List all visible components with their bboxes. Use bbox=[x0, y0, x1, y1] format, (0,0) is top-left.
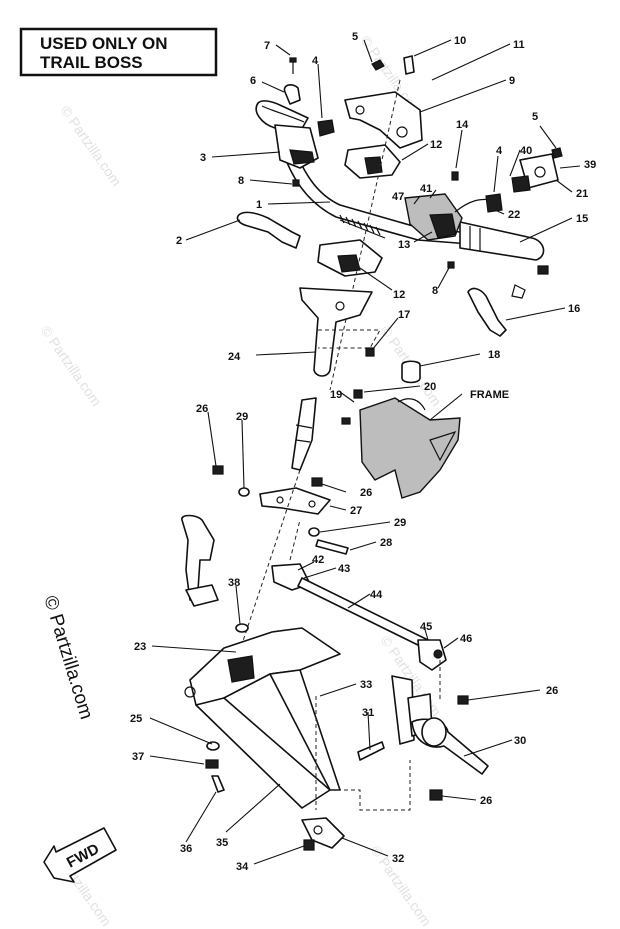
callout-4: 4 bbox=[496, 145, 503, 157]
callout-32: 32 bbox=[392, 853, 404, 865]
callout-36: 36 bbox=[180, 843, 192, 855]
callout-43: 43 bbox=[338, 563, 350, 575]
callout-5: 5 bbox=[532, 111, 538, 123]
notice-box: USED ONLY ON TRAIL BOSS bbox=[19, 27, 218, 77]
notice-line-2: TRAIL BOSS bbox=[40, 53, 143, 72]
callout-8: 8 bbox=[238, 175, 244, 187]
callout-13: 13 bbox=[398, 239, 410, 251]
callout-16: 16 bbox=[568, 303, 580, 315]
callout-6: 6 bbox=[250, 75, 256, 87]
callout-22: 22 bbox=[508, 209, 520, 221]
callout-28: 28 bbox=[380, 537, 392, 549]
callout-39: 39 bbox=[584, 159, 596, 171]
callout-12: 12 bbox=[430, 139, 442, 151]
callout-8: 8 bbox=[432, 285, 438, 297]
callout-40: 40 bbox=[520, 145, 532, 157]
callout-numbers: 7 5 10 11 6 4 9 3 12 14 5 8 4 40 39 21 1… bbox=[130, 31, 596, 873]
callout-9: 9 bbox=[509, 75, 515, 87]
tie-rod-assembly bbox=[271, 563, 447, 671]
callout-26: 26 bbox=[196, 403, 208, 415]
callout-14: 14 bbox=[456, 119, 469, 131]
leader-lines bbox=[149, 39, 581, 865]
callout-5: 5 bbox=[352, 31, 358, 43]
callout-17: 17 bbox=[398, 309, 410, 321]
callout-29: 29 bbox=[236, 411, 248, 423]
callout-27: 27 bbox=[350, 505, 362, 517]
handlebar-knurl bbox=[339, 214, 381, 236]
callout-25: 25 bbox=[130, 713, 142, 725]
callout-29: 29 bbox=[394, 517, 406, 529]
callout-47: 47 bbox=[392, 191, 404, 203]
callout-1: 1 bbox=[256, 199, 262, 211]
watermark-main: © Partzilla.com bbox=[39, 593, 97, 722]
callout-34: 34 bbox=[236, 861, 249, 873]
callout-12: 12 bbox=[393, 289, 405, 301]
callout-30: 30 bbox=[514, 735, 526, 747]
callout-45: 45 bbox=[420, 621, 432, 633]
callout-38: 38 bbox=[228, 577, 240, 589]
callout-35: 35 bbox=[216, 837, 228, 849]
steering-column bbox=[212, 287, 461, 651]
callout-20: 20 bbox=[424, 381, 436, 393]
callout-4: 4 bbox=[312, 55, 319, 67]
callout-19: 19 bbox=[330, 389, 342, 401]
callout-2: 2 bbox=[176, 235, 182, 247]
callout-46: 46 bbox=[460, 633, 472, 645]
callout-23: 23 bbox=[134, 641, 146, 653]
callout-21: 21 bbox=[576, 188, 588, 200]
callout-41: 41 bbox=[420, 183, 432, 195]
callout-10: 10 bbox=[454, 35, 466, 47]
watermark: © Partzilla.com bbox=[58, 103, 125, 189]
front-suspension bbox=[181, 514, 489, 851]
notice-line-1: USED ONLY ON bbox=[40, 34, 168, 53]
frame-label: FRAME bbox=[470, 389, 509, 401]
watermark: © Partzilla.com bbox=[38, 323, 105, 409]
callout-42: 42 bbox=[312, 554, 324, 566]
callout-33: 33 bbox=[360, 679, 372, 691]
callout-7: 7 bbox=[264, 40, 270, 52]
callout-11: 11 bbox=[513, 39, 525, 51]
callout-26: 26 bbox=[360, 487, 372, 499]
callout-24: 24 bbox=[228, 351, 241, 363]
callout-26: 26 bbox=[480, 795, 492, 807]
callout-18: 18 bbox=[488, 349, 500, 361]
callout-3: 3 bbox=[200, 152, 206, 164]
callout-26: 26 bbox=[546, 685, 558, 697]
callout-44: 44 bbox=[370, 589, 383, 601]
callout-37: 37 bbox=[132, 751, 144, 763]
forward-arrow: FWD bbox=[43, 827, 117, 883]
callout-15: 15 bbox=[576, 213, 588, 225]
handlebar-assembly bbox=[236, 55, 563, 391]
callout-31: 31 bbox=[362, 707, 374, 719]
